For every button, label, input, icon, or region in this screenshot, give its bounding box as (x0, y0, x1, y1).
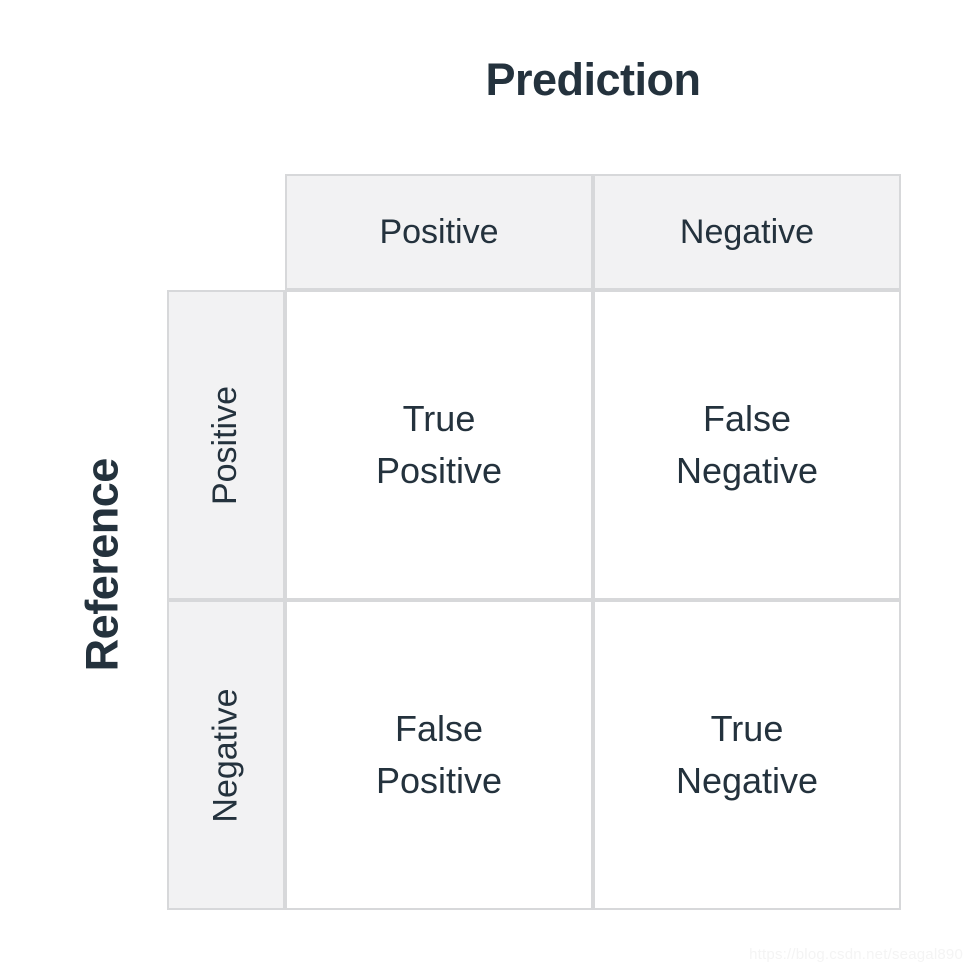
column-header-negative: Negative (593, 174, 901, 290)
cell-true-positive-line2: Positive (375, 450, 503, 491)
cell-false-positive-text: False Positive (376, 703, 502, 807)
row-header-positive-label: Positive (206, 385, 245, 505)
cell-false-positive-line2: Positive (375, 760, 503, 801)
column-header-positive-label: Positive (379, 212, 499, 251)
reference-axis-title: Reference (76, 458, 128, 672)
prediction-axis-title: Prediction (485, 54, 701, 105)
confusion-matrix: Positive Negative Positive Negative True… (167, 174, 901, 910)
cell-true-negative-line1: True (710, 707, 784, 749)
cell-true-positive: True Positive (285, 290, 593, 600)
column-header-negative-label: Negative (679, 212, 815, 251)
cell-true-positive-text: True Positive (376, 393, 502, 497)
cell-false-negative-line1: False (702, 397, 792, 439)
cell-true-negative-line2: Negative (675, 760, 819, 801)
row-header-negative: Negative (167, 600, 285, 910)
cell-true-negative: True Negative (593, 600, 901, 910)
cell-false-positive: False Positive (285, 600, 593, 910)
column-header-positive: Positive (285, 174, 593, 290)
cell-false-negative-line2: Negative (675, 450, 819, 491)
row-header-negative-label: Negative (206, 687, 245, 823)
cell-false-negative: False Negative (593, 290, 901, 600)
cell-true-positive-line1: True (402, 397, 476, 439)
cell-false-positive-line1: False (394, 707, 484, 749)
cell-true-negative-text: True Negative (676, 703, 818, 807)
watermark: https://blog.csdn.net/seagal890 (749, 946, 963, 963)
row-header-positive: Positive (167, 290, 285, 600)
cell-false-negative-text: False Negative (676, 393, 818, 497)
